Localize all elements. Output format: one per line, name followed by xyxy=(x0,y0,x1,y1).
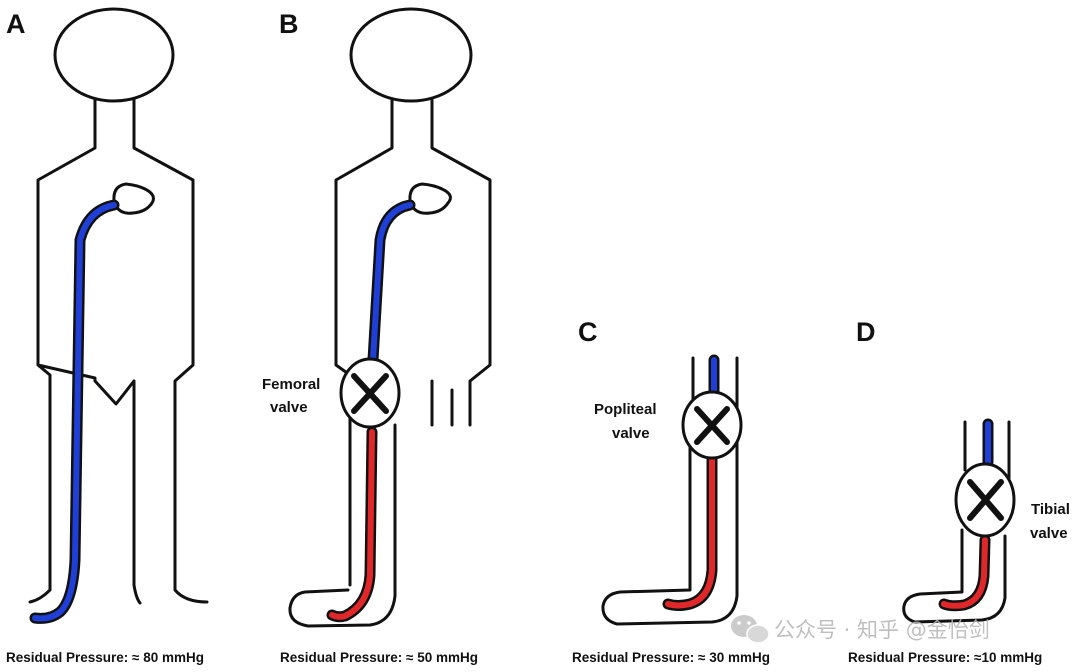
panel-b-leg-outline xyxy=(288,423,397,628)
watermark: 公众号 · 知乎 @金怡剑 xyxy=(731,615,990,644)
panel-a-head xyxy=(53,7,175,103)
panel-c: C Popliteal valve Residual Pressure: ≈ 3… xyxy=(572,317,770,665)
panel-d-caption: Residual Pressure: ≈10 mmHg xyxy=(848,650,1042,665)
panel-b: B Femoral valve Residual Pressure: ≈ 50 … xyxy=(262,7,492,665)
panel-d-tibial-valve xyxy=(954,462,1016,538)
panel-b-caption: Residual Pressure: ≈ 50 mmHg xyxy=(280,650,478,665)
panel-b-femoral-valve xyxy=(339,357,401,429)
panel-a-vein-blue xyxy=(32,202,117,622)
panel-b-vein-blue xyxy=(370,202,413,363)
panel-d-letter: D xyxy=(856,317,876,347)
wechat-icon xyxy=(731,615,770,644)
panel-c-popliteal-valve xyxy=(681,390,743,460)
panel-d: D Tibial valve Residual Pressure: ≈10 mm… xyxy=(848,317,1070,665)
panel-a: A Residual Pressure: ≈ 80 mmHg xyxy=(6,7,209,665)
panel-c-vein-red xyxy=(665,455,715,609)
panel-a-caption: Residual Pressure: ≈ 80 mmHg xyxy=(6,650,204,665)
panel-d-valve-label-line2: valve xyxy=(1030,525,1068,542)
panel-d-vein-red xyxy=(941,537,988,609)
watermark-text: 公众号 · 知乎 @金怡剑 xyxy=(774,618,990,642)
panel-c-valve-label-line1: Popliteal xyxy=(594,401,657,418)
panel-c-caption: Residual Pressure: ≈ 30 mmHg xyxy=(572,650,770,665)
panel-d-valve-label-line1: Tibial xyxy=(1031,501,1070,518)
panel-a-body-outline xyxy=(28,98,209,605)
panel-b-body-outline xyxy=(334,98,492,587)
panel-b-valve-label-line1: Femoral xyxy=(262,376,320,393)
panel-c-letter: C xyxy=(578,317,598,347)
panel-b-head xyxy=(349,7,473,103)
panel-c-valve-label-line2: valve xyxy=(612,425,650,442)
panel-b-letter: B xyxy=(279,9,299,39)
panel-b-heart xyxy=(408,182,452,215)
panel-a-letter: A xyxy=(6,9,26,39)
panel-b-vein-red xyxy=(329,429,375,620)
panel-d-leg-outline xyxy=(902,420,1011,624)
panel-a-heart xyxy=(112,182,155,215)
panel-b-valve-label-line2: valve xyxy=(270,399,308,416)
